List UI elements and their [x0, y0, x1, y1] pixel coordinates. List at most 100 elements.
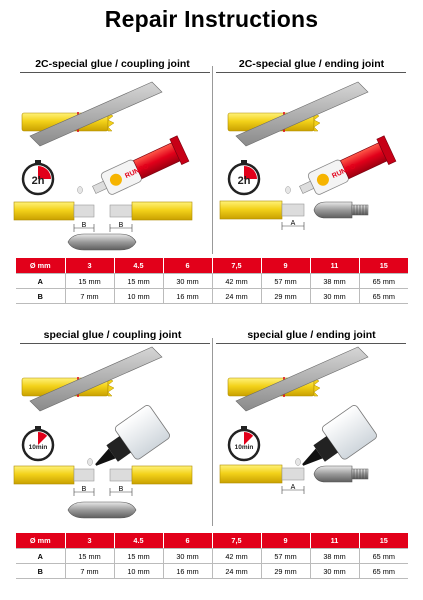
table-cell: 15 mm [65, 273, 115, 289]
illustration-2c-ending: 2h RUNPO A [219, 81, 397, 230]
table-cell: 30 mm [163, 273, 213, 289]
table-cell: 57 mm [261, 273, 311, 289]
row-label: A [16, 273, 66, 289]
row-label: B [16, 563, 66, 579]
table-row: A 15 mm 15 mm 30 mm 42 mm 57 mm 38 mm 65… [16, 548, 408, 564]
divider [212, 338, 213, 526]
metal-end-cap [313, 465, 369, 483]
timer-icon: 2h [21, 160, 55, 196]
metal-coupler [67, 233, 137, 251]
dim-label-b: B [82, 222, 87, 229]
table-cell: 42 mm [212, 548, 262, 564]
dim-label-b: B [119, 486, 124, 493]
table-cell: 10 mm [114, 288, 164, 304]
divider [216, 343, 406, 344]
metal-end-cap [313, 201, 369, 219]
dim-label-b: B [119, 222, 124, 229]
table-header-cell: 3 [65, 533, 115, 549]
table-cell: 65 mm [359, 273, 408, 289]
table-cell: 42 mm [212, 273, 262, 289]
table-cell: 24 mm [212, 563, 262, 579]
table-header-cell: 4.5 [114, 258, 164, 274]
table-cell: 30 mm [163, 548, 213, 564]
table-header-cell: 15 [359, 533, 408, 549]
table-cell: 29 mm [261, 563, 311, 579]
timer-icon: 10min [21, 426, 55, 462]
ending-rod: A [219, 200, 305, 230]
dim-label-a: A [291, 484, 296, 491]
table-cell: 29 mm [261, 288, 311, 304]
table-cell: 15 mm [114, 273, 164, 289]
section-title-bottom-right: special glue / ending joint [247, 329, 376, 341]
section-title-bottom-left: special glue / coupling joint [43, 329, 182, 341]
table-header-cell: Ø mm [16, 533, 66, 549]
rod-cut-step [227, 81, 369, 147]
divider [20, 343, 210, 344]
glue-syringe-icon: RUNPO [77, 135, 190, 195]
glue-bottle-icon [87, 405, 170, 466]
spec-table-top: Ø mm 3 4.5 6 7,5 9 11 15 A 15 mm 15 mm 3… [16, 258, 408, 304]
glue-syringe-icon: RUNPO [285, 135, 397, 195]
dim-label-a: A [291, 220, 296, 227]
coupling-rods: B B [13, 465, 193, 496]
divider [216, 72, 406, 73]
table-header-cell: 7,5 [212, 258, 262, 274]
table-cell: 24 mm [212, 288, 262, 304]
table-header-cell: 6 [163, 258, 213, 274]
section-title-top-right: 2C-special glue / ending joint [238, 58, 385, 70]
section-title-top-left: 2C-special glue / coupling joint [35, 58, 190, 70]
timer-icon: 10min [227, 426, 261, 462]
table-header-cell: Ø mm [16, 258, 66, 274]
rod-cut-step [21, 81, 163, 147]
table-cell: 30 mm [310, 563, 360, 579]
timer-icon: 2h [227, 160, 261, 196]
table-header-cell: 11 [310, 258, 360, 274]
dim-label-b: B [82, 486, 87, 493]
ending-rod: A [219, 464, 305, 494]
table-cell: 38 mm [310, 548, 360, 564]
page-title: Repair Instructions [104, 6, 319, 32]
timer-label: 2h [238, 175, 251, 187]
table-header-cell: 3 [65, 258, 115, 274]
table-cell: 15 mm [114, 548, 164, 564]
table-header-cell: 9 [261, 258, 311, 274]
table-cell: 30 mm [310, 288, 360, 304]
timer-label: 10min [29, 444, 48, 451]
table-cell: 65 mm [359, 563, 408, 579]
table-cell: 65 mm [359, 288, 408, 304]
spec-table-bottom: Ø mm 3 4.5 6 7,5 9 11 15 A 15 mm 15 mm 3… [16, 533, 408, 579]
coupling-rods: B B [13, 201, 193, 232]
rod-cut-step [227, 346, 369, 412]
illustration-special-ending: 10min A [219, 346, 377, 494]
divider [20, 72, 210, 73]
table-cell: 10 mm [114, 563, 164, 579]
metal-coupler [67, 501, 137, 519]
table-header-cell: 11 [310, 533, 360, 549]
table-cell: 7 mm [65, 563, 115, 579]
table-header-cell: 15 [359, 258, 408, 274]
table-header-cell: 4.5 [114, 533, 164, 549]
table-header-cell: 6 [163, 533, 213, 549]
timer-label: 2h [32, 175, 45, 187]
table-row: B 7 mm 10 mm 16 mm 24 mm 29 mm 30 mm 65 … [16, 563, 408, 579]
glue-bottle-icon [295, 405, 377, 466]
timer-label: 10min [235, 444, 254, 451]
row-label: A [16, 548, 66, 564]
illustration-special-coupling: 10min B B [13, 346, 193, 519]
row-label: B [16, 288, 66, 304]
table-cell: 38 mm [310, 273, 360, 289]
table-cell: 15 mm [65, 548, 115, 564]
table-header-cell: 9 [261, 533, 311, 549]
table-row: A 15 mm 15 mm 30 mm 42 mm 57 mm 38 mm 65… [16, 273, 408, 289]
table-cell: 65 mm [359, 548, 408, 564]
table-header-row: Ø mm 3 4.5 6 7,5 9 11 15 [16, 258, 408, 274]
table-cell: 7 mm [65, 288, 115, 304]
table-row: B 7 mm 10 mm 16 mm 24 mm 29 mm 30 mm 65 … [16, 288, 408, 304]
divider [212, 66, 213, 254]
table-cell: 16 mm [163, 563, 213, 579]
table-header-row: Ø mm 3 4.5 6 7,5 9 11 15 [16, 533, 408, 549]
table-cell: 57 mm [261, 548, 311, 564]
table-cell: 16 mm [163, 288, 213, 304]
illustration-2c-coupling: 2h RUNPO B B [13, 81, 193, 251]
rod-cut-step [21, 346, 163, 412]
